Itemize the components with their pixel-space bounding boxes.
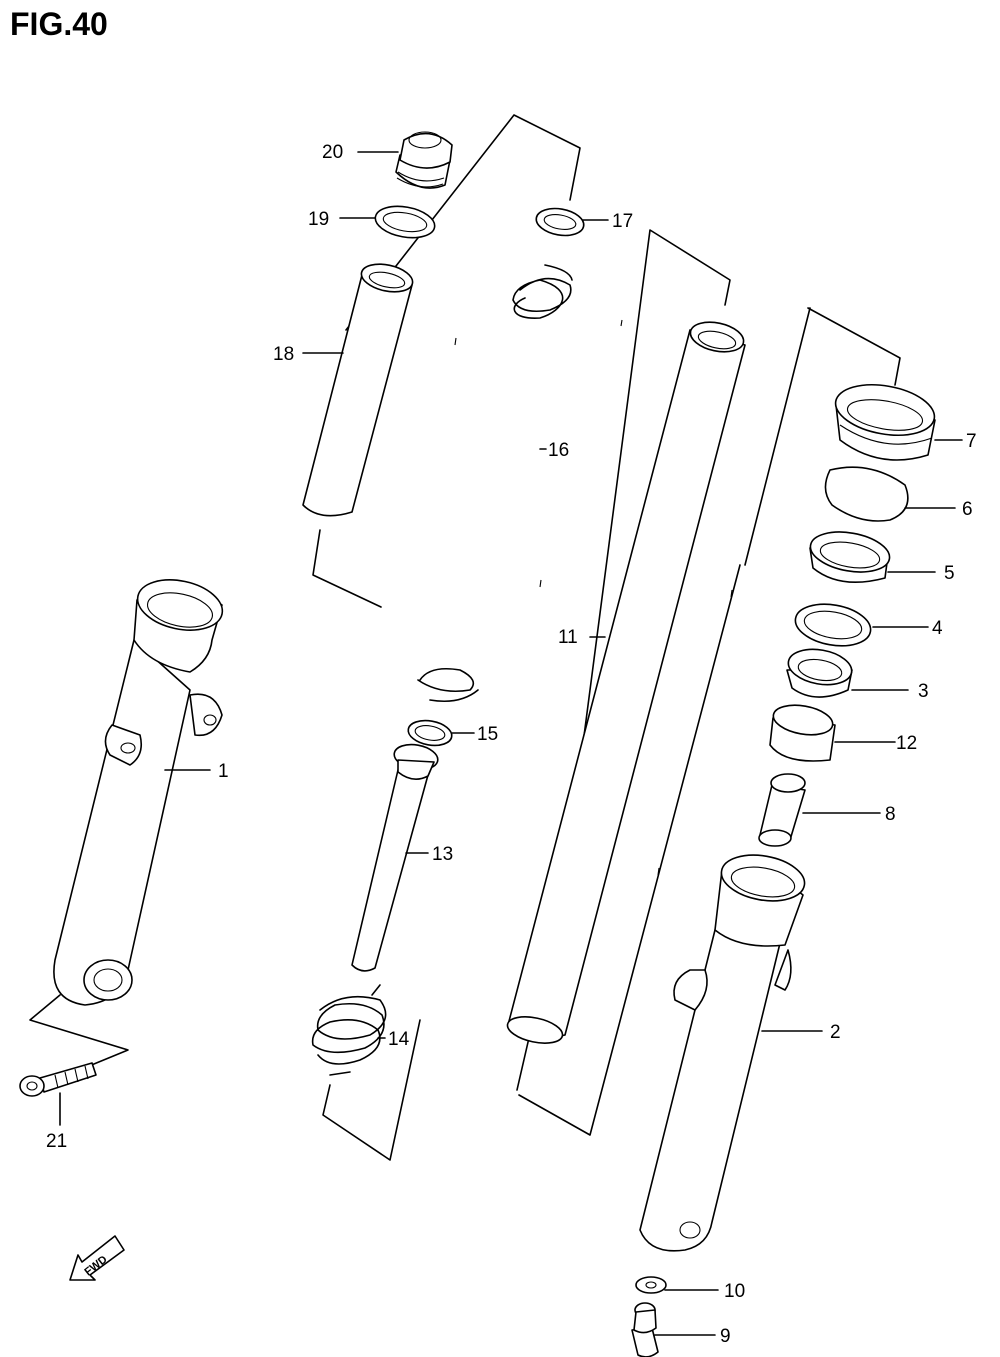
callout-11: 11 <box>558 627 578 648</box>
callout-15: 15 <box>477 724 498 745</box>
part-13-damper-rod <box>351 743 439 972</box>
callout-20: 20 <box>322 142 343 163</box>
callout-3: 3 <box>918 681 929 702</box>
callout-5: 5 <box>944 563 955 584</box>
part-10-washer <box>635 1276 667 1294</box>
callout-17: 17 <box>612 211 633 232</box>
part-16-fork-spring <box>417 264 573 703</box>
leader-lines <box>59 151 963 1336</box>
callout-18: 18 <box>273 344 294 365</box>
part-12-sleeve <box>769 704 836 762</box>
part-11-inner-tube <box>506 321 746 1044</box>
callout-labels: 20 19 17 18 16 7 6 5 4 3 12 8 11 1 15 13… <box>46 142 977 1347</box>
part-3-oil-seal <box>786 648 853 698</box>
callout-19: 19 <box>308 209 329 230</box>
callout-16: 16 <box>548 440 569 461</box>
part-1-outer-tube-left <box>53 579 224 1006</box>
part-5-bushing <box>809 531 891 584</box>
callout-12: 12 <box>896 733 917 754</box>
callout-4: 4 <box>932 618 943 639</box>
callout-9: 9 <box>720 1326 731 1347</box>
callout-21: 21 <box>46 1131 67 1152</box>
forward-direction-arrow: FWD <box>69 1235 125 1281</box>
callout-1: 1 <box>218 761 229 782</box>
part-2-outer-tube-right <box>639 854 806 1252</box>
callout-7: 7 <box>966 431 977 452</box>
part-4-ring <box>794 603 872 647</box>
part-15-o-ring <box>407 719 453 747</box>
callout-6: 6 <box>962 499 973 520</box>
callout-2: 2 <box>830 1022 841 1043</box>
part-8-cylinder-piece <box>758 773 806 847</box>
part-7-dust-seal <box>834 384 936 461</box>
part-6-gasket <box>824 466 909 522</box>
part-14-rebound-spring <box>311 984 387 1076</box>
part-20-cap-bolt <box>395 131 453 189</box>
figure-title: FIG.40 <box>10 6 108 42</box>
callout-10: 10 <box>724 1281 745 1302</box>
callout-8: 8 <box>885 804 896 825</box>
part-18-spacer <box>302 263 414 517</box>
callout-13: 13 <box>432 844 453 865</box>
part-21-axle-bolt <box>19 1062 97 1097</box>
part-17-o-ring <box>535 207 585 237</box>
callout-14: 14 <box>388 1029 410 1050</box>
part-9-bolt <box>631 1302 659 1357</box>
part-19-o-ring <box>374 205 436 239</box>
